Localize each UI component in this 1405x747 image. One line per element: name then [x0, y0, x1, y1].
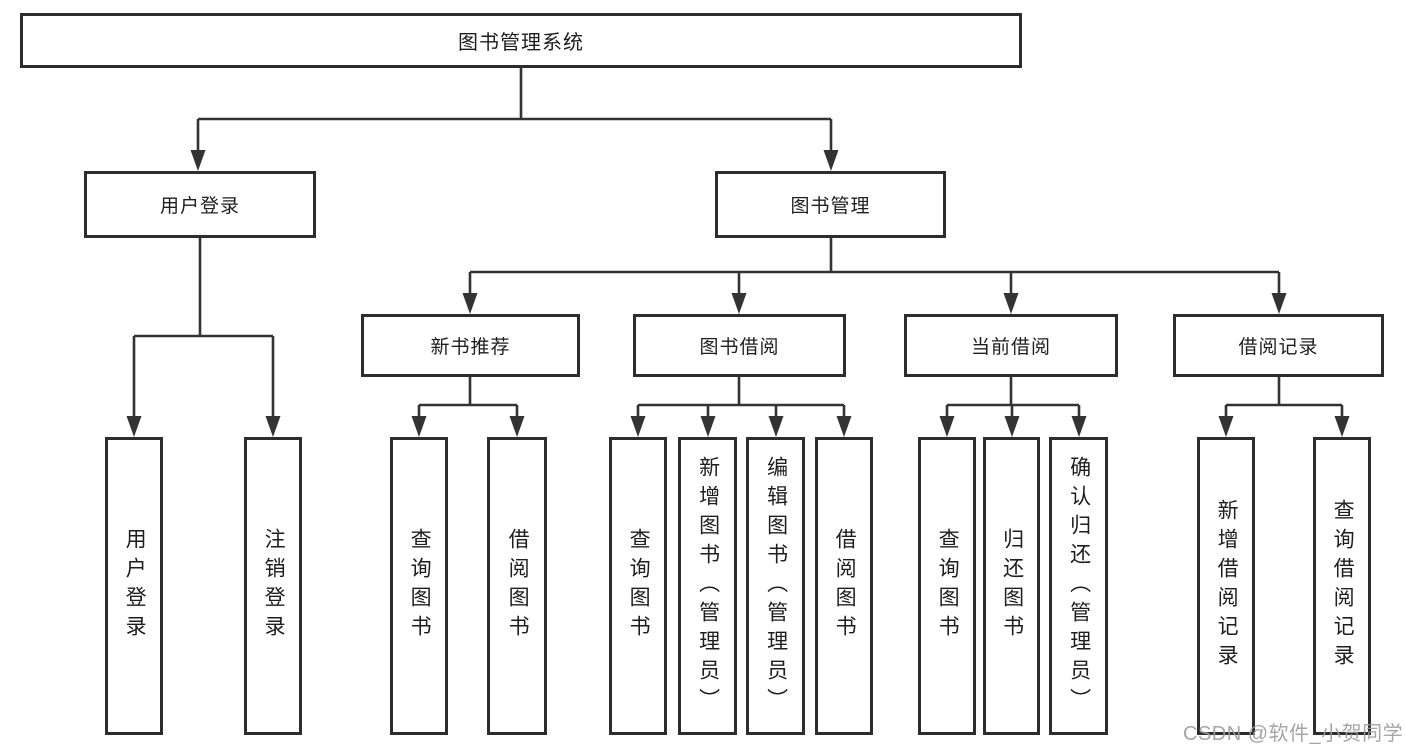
leaf-return-books-label: 归还图书	[1000, 528, 1024, 644]
leaf-recommend-borrow-books: 借阅图书	[487, 437, 547, 735]
leaf-logout-label: 注销登录	[262, 528, 286, 644]
node-book-borrow: 图书借阅	[633, 314, 846, 377]
leaf-query-borrow-record-label: 查询借阅记录	[1331, 499, 1355, 673]
leaf-add-books-admin: 新增图书（管理员）	[678, 437, 737, 735]
leaf-recommend-query-books-label: 查询图书	[408, 528, 432, 644]
leaf-edit-books-admin: 编辑图书（管理员）	[746, 437, 805, 735]
node-library-system-label: 图书管理系统	[458, 32, 584, 54]
csdn-watermark-text: CSDN @软件_小贺同学	[1183, 723, 1404, 745]
leaf-user-login: 用户登录	[105, 437, 163, 735]
node-library-system: 图书管理系统	[20, 13, 1022, 68]
node-new-book-recommend: 新书推荐	[361, 314, 580, 377]
leaf-recommend-query-books: 查询图书	[390, 437, 448, 735]
leaf-borrow-query-books-label: 查询图书	[627, 528, 651, 644]
leaf-confirm-return-admin: 确认归还（管理员）	[1049, 437, 1108, 735]
leaf-recommend-borrow-books-label: 借阅图书	[506, 528, 530, 644]
node-user-login: 用户登录	[84, 171, 316, 238]
leaf-add-borrow-record-label: 新增借阅记录	[1215, 499, 1239, 673]
leaf-borrow-query-books: 查询图书	[609, 437, 667, 735]
leaf-edit-books-admin-label: 编辑图书（管理员）	[764, 455, 788, 717]
node-book-management: 图书管理	[715, 171, 946, 238]
leaf-borrow-books-label: 借阅图书	[833, 528, 857, 644]
node-book-borrow-label: 图书借阅	[699, 337, 780, 358]
leaf-query-borrow-record: 查询借阅记录	[1313, 437, 1371, 735]
leaf-add-borrow-record: 新增借阅记录	[1197, 437, 1255, 735]
leaf-current-query-books: 查询图书	[918, 437, 976, 735]
leaf-user-login-label: 用户登录	[123, 528, 147, 644]
csdn-watermark: CSDN @软件_小贺同学	[1183, 717, 1403, 746]
node-book-management-label: 图书管理	[790, 196, 871, 217]
leaf-confirm-return-admin-label: 确认归还（管理员）	[1067, 455, 1091, 717]
leaf-borrow-books: 借阅图书	[815, 437, 873, 735]
node-current-borrow: 当前借阅	[904, 314, 1118, 377]
node-current-borrow-label: 当前借阅	[970, 337, 1051, 358]
leaf-add-books-admin-label: 新增图书（管理员）	[696, 455, 720, 717]
leaf-logout: 注销登录	[244, 437, 302, 735]
node-user-login-label: 用户登录	[159, 196, 240, 217]
leaf-current-query-books-label: 查询图书	[936, 528, 960, 644]
leaf-return-books: 归还图书	[983, 437, 1040, 735]
node-borrow-records-label: 借阅记录	[1238, 337, 1319, 358]
node-borrow-records: 借阅记录	[1173, 314, 1384, 377]
node-new-book-recommend-label: 新书推荐	[430, 337, 511, 358]
